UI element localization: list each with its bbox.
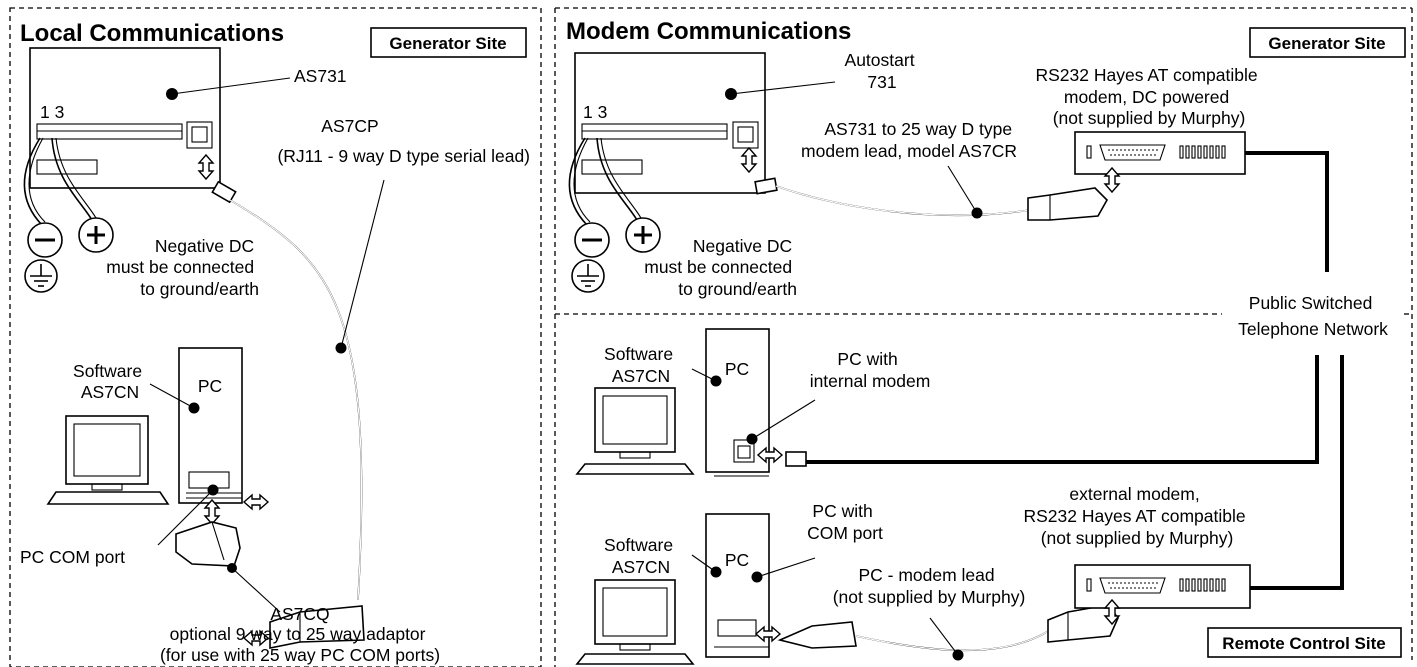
modem-ground-icon bbox=[571, 259, 605, 293]
modem-power-wires bbox=[568, 137, 642, 226]
local-power-wires bbox=[23, 137, 97, 226]
pc-label: PC bbox=[198, 376, 222, 396]
ground-icon bbox=[24, 259, 58, 293]
monitor-icon bbox=[46, 415, 170, 505]
remote-site-label: Remote Control Site bbox=[1222, 634, 1385, 653]
local-title: Local Communications bbox=[20, 20, 284, 47]
as7cq-desc: optional 9 way to 25 way adaptor (for us… bbox=[160, 624, 440, 665]
autostart-731-controller bbox=[574, 52, 836, 194]
db25-connector bbox=[269, 605, 365, 649]
remote-software-2-label: Software AS7CN bbox=[604, 535, 678, 577]
remote-monitor-1-icon bbox=[575, 387, 695, 475]
modem-ground-note: Negative DC must be connected to ground/… bbox=[644, 236, 797, 299]
as7cp-serial-lead bbox=[229, 179, 385, 601]
remote-pc-2-label: PC bbox=[725, 550, 749, 570]
local-terminal-numbers: 1 3 bbox=[40, 102, 64, 122]
rj11-plug bbox=[211, 180, 237, 204]
modem-site-label: Generator Site bbox=[1268, 34, 1385, 53]
gen-modem-label: RS232 Hayes AT compatible modem, DC powe… bbox=[1036, 65, 1263, 128]
pstn-lines bbox=[790, 151, 1344, 590]
as731-controller bbox=[29, 47, 291, 189]
remote-pc-1 bbox=[691, 328, 816, 477]
rj11-phone-plug bbox=[785, 451, 807, 467]
remote-monitor-2-icon bbox=[575, 579, 695, 665]
com-adaptor-arrow bbox=[243, 494, 269, 510]
remote-pc-2 bbox=[691, 513, 816, 658]
pc-com-port-label: PC with COM port bbox=[807, 501, 883, 543]
panel-borders bbox=[9, 7, 1413, 667]
remote-pc-1-label: PC bbox=[725, 359, 749, 379]
pc-tower bbox=[149, 347, 243, 504]
modem-rj11-plug bbox=[754, 177, 778, 195]
modem-minus-terminal-icon bbox=[574, 222, 610, 258]
modem-plus-terminal-icon bbox=[625, 217, 661, 253]
as7cp-desc: (RJ11 - 9 way D type serial lead) bbox=[277, 146, 530, 166]
remote-software-1-label: Software AS7CN bbox=[604, 344, 678, 386]
as7cp-name: AS7CP bbox=[321, 116, 378, 136]
plus-terminal-icon bbox=[78, 217, 114, 253]
pc-modem-lead-label: PC - modem lead (not supplied by Murphy) bbox=[833, 565, 1026, 607]
as7cr-modem-lead bbox=[775, 165, 1108, 221]
modem-site-box bbox=[1249, 27, 1406, 58]
local-site-box bbox=[370, 27, 527, 58]
as7cq-name: AS7CQ bbox=[270, 604, 329, 624]
local-controller-label: AS731 bbox=[294, 66, 347, 86]
autostart-label: Autostart 731 bbox=[845, 50, 920, 92]
local-site-label: Generator Site bbox=[389, 34, 506, 53]
modem-terminal-numbers: 1 3 bbox=[583, 102, 607, 122]
external-modem bbox=[1074, 564, 1251, 609]
remote-site-box bbox=[1207, 627, 1402, 658]
modem-title: Modem Communications bbox=[566, 18, 851, 45]
local-ground-note: Negative DC must be connected to ground/… bbox=[106, 236, 259, 299]
pc-internal-modem-label: PC with internal modem bbox=[810, 349, 931, 391]
as7cq-adaptor bbox=[175, 521, 281, 613]
com-port-label: PC COM port bbox=[20, 547, 125, 567]
pstn-label: Public Switched Telephone Network bbox=[1238, 293, 1388, 339]
pc-modem-lead bbox=[777, 604, 1119, 661]
minus-terminal-icon bbox=[27, 222, 63, 258]
ext-modem-label: external modem, RS232 Hayes AT compatibl… bbox=[1024, 484, 1251, 548]
as7cr-label: AS731 to 25 way D type modem lead, model… bbox=[801, 119, 1017, 161]
generator-modem bbox=[1074, 131, 1246, 175]
local-software-label: Software AS7CN bbox=[73, 361, 147, 402]
